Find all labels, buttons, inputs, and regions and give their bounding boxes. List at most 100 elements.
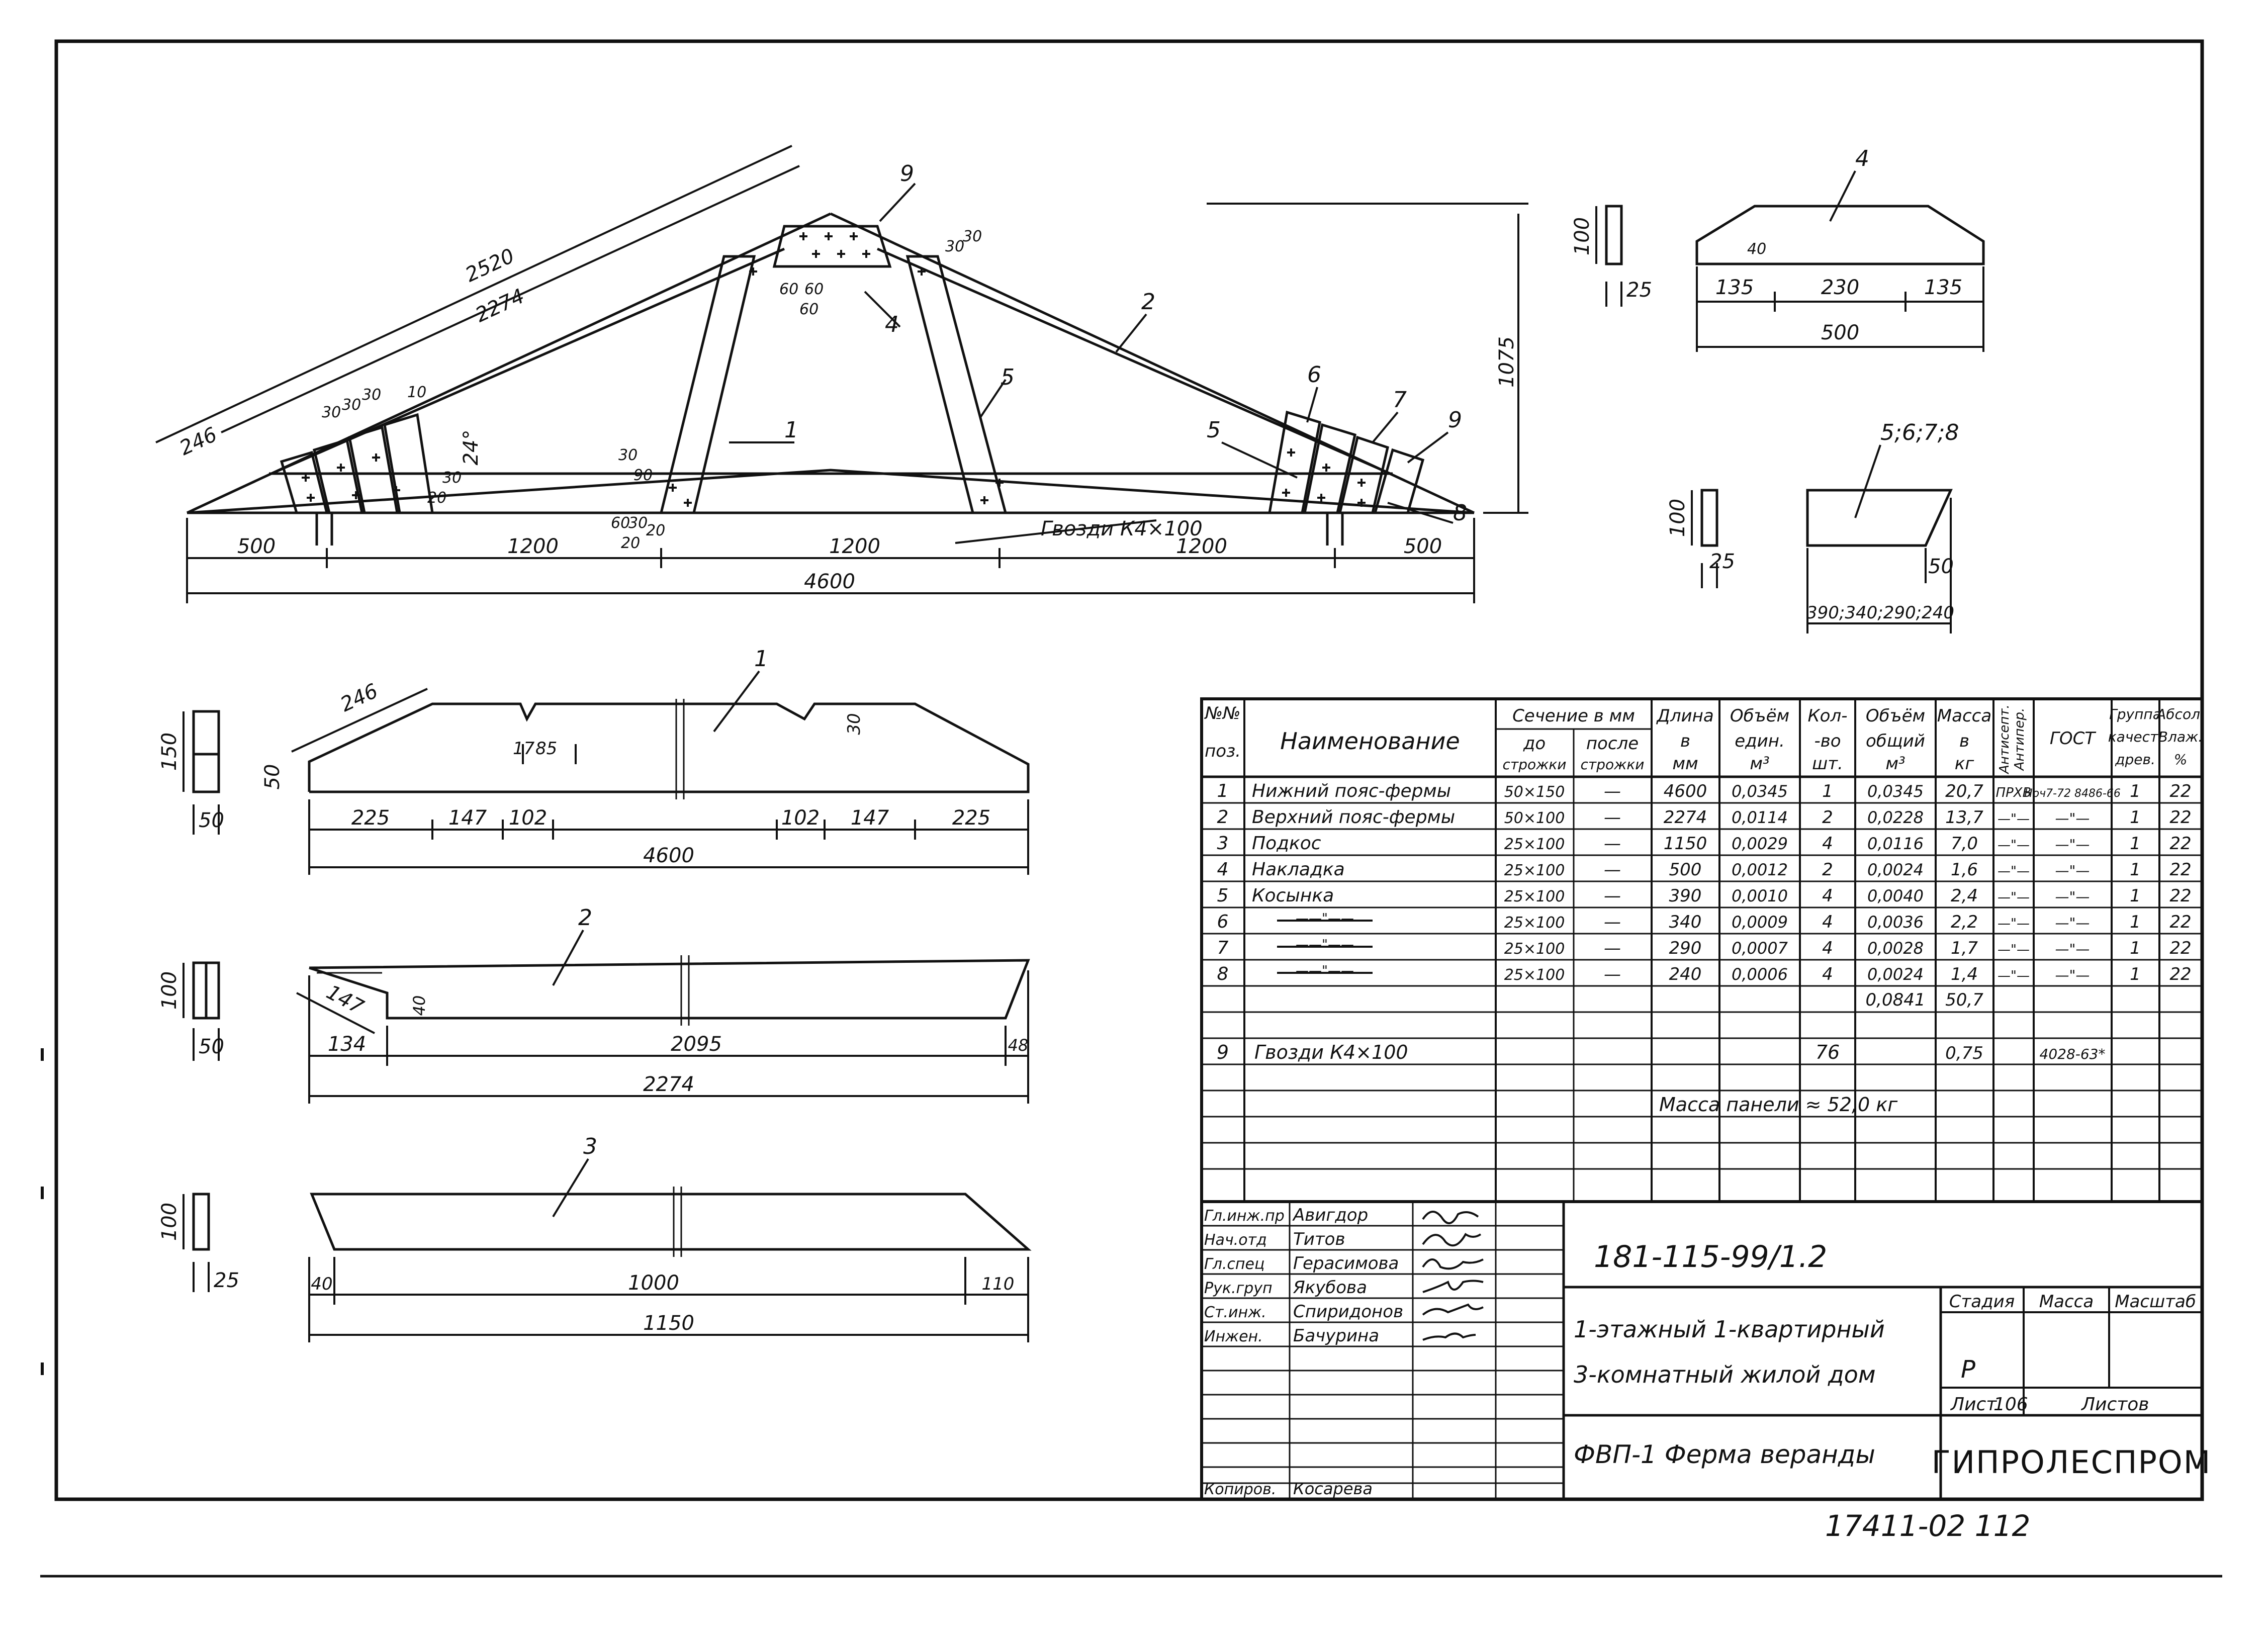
small-dim: 30 — [362, 386, 381, 404]
row-section-before: 25×100 — [1504, 836, 1565, 853]
hdr-no2: поз. — [1205, 741, 1241, 761]
row-gost: —"— — [2055, 810, 2090, 827]
person-name: Титов — [1293, 1229, 1345, 1249]
part-2-shape — [309, 959, 1030, 1020]
part-1-total: 4600 — [643, 844, 694, 867]
part-3-left: 40 — [311, 1274, 332, 1294]
hdr-group3: древ. — [2115, 751, 2155, 768]
part-1-labels: 1 150 50 50 246 17 85 30 225 147 102 102… — [158, 646, 990, 867]
organization: ГИПРОЛЕСПРОМ — [1932, 1444, 2211, 1481]
row-qty: 2 — [1822, 860, 1833, 880]
gusset — [1268, 410, 1321, 514]
part-2-mid: 2095 — [671, 1033, 722, 1056]
row-volume-unit: 0,0345 — [1732, 782, 1788, 801]
part-4-d3: 230 — [1821, 276, 1859, 299]
signature — [1422, 1280, 1484, 1293]
gusset — [280, 450, 329, 514]
stage-header: Стадия — [1949, 1292, 2015, 1312]
left-strut — [659, 255, 756, 514]
row9-gost: 4028-63* — [2040, 1046, 2106, 1062]
row-group: 1 — [2130, 886, 2141, 906]
row-humidity: 22 — [2169, 964, 2191, 984]
part-2-sec-h: 100 — [158, 971, 181, 1010]
mass-header: Масса — [2039, 1292, 2094, 1312]
part-2-left: 134 — [328, 1033, 366, 1056]
row-mass: 1,4 — [1951, 964, 1978, 984]
dim-left: 500 — [237, 535, 276, 558]
leader-line — [879, 183, 916, 222]
hdr-antipyren: Антипер. — [2012, 708, 2027, 772]
scale-header: Масштаб — [2115, 1292, 2196, 1312]
part-4-d1: 40 — [1747, 240, 1766, 258]
hdr-sec-after: после — [1586, 734, 1639, 754]
person-role: Рук.груп — [1204, 1280, 1273, 1297]
row-antiseptic: —"— — [1998, 916, 2030, 931]
part-4-sec-h: 100 — [1571, 217, 1594, 255]
part-1-slope: 246 — [337, 679, 382, 716]
hdr-vol-unit2: един. — [1735, 731, 1785, 751]
row-humidity: 22 — [2169, 938, 2191, 958]
part-4-d4: 135 — [1924, 276, 1962, 299]
person-role: Инжен. — [1204, 1328, 1263, 1345]
gusset — [1373, 448, 1425, 514]
row-antiseptic: —"— — [1998, 968, 2030, 983]
row-volume-unit: 0,0114 — [1732, 808, 1788, 827]
small-dim: 30 — [963, 228, 982, 245]
small-dim: 30 — [618, 446, 638, 464]
person-name: Бачурина — [1293, 1326, 1379, 1346]
row-volume-total: 0,0028 — [1867, 939, 1924, 958]
row-group: 1 — [2130, 964, 2141, 984]
row-section-after: — — [1604, 938, 1621, 958]
gusset — [313, 438, 364, 514]
row9-qty: 76 — [1816, 1041, 1840, 1063]
hdr-qty: Кол- — [1808, 706, 1848, 726]
part-1-sec-h: 150 — [158, 733, 181, 771]
nails-label: Гвозди К4×100 — [1041, 517, 1203, 540]
part-2-sec-w: 50 — [199, 1035, 224, 1058]
person-role: Ст.инж. — [1204, 1304, 1266, 1321]
hdr-mass3: кг — [1955, 754, 1975, 774]
part-2-labels: 2 100 50 147 40 134 2095 48 2274 — [158, 905, 1028, 1096]
row-group: 1 — [2130, 938, 2141, 958]
mark-9: 9 — [900, 161, 914, 187]
dim-right: 500 — [1404, 535, 1442, 558]
person-name: Якубова — [1293, 1278, 1367, 1298]
part-1-notch-d: 17 — [513, 739, 535, 759]
person-role: Гл.инж.пр — [1204, 1207, 1285, 1225]
part-5678-lengths: 390;340;290;240 — [1806, 603, 1954, 623]
hdr-vol-total2: общий — [1866, 731, 1925, 751]
row-section-before: 25×100 — [1504, 940, 1565, 958]
part-1-seg-4: 102 — [781, 806, 820, 830]
person-name: Герасимова — [1293, 1253, 1399, 1274]
row-name-ditto: ——"—— — [1296, 937, 1354, 952]
leader-line — [1854, 444, 1881, 518]
part-5678-mark: 5;6;7;8 — [1880, 420, 1959, 445]
part-1-mark: 1 — [754, 646, 768, 672]
row-group: 1 — [2130, 834, 2141, 854]
mark-1: 1 — [784, 417, 798, 443]
row-section-before: 50×150 — [1504, 783, 1565, 801]
row-mass: 2,4 — [1951, 886, 1978, 906]
signature — [1422, 1258, 1484, 1270]
panel-mass: Масса панели ≈ 52,0 кг — [1659, 1094, 1898, 1116]
row-pos: 4 — [1217, 859, 1229, 880]
part-1-notch-d2: 30 — [844, 713, 864, 735]
row-volume-unit: 0,0009 — [1732, 913, 1788, 932]
signature — [1422, 1332, 1476, 1341]
leader-line — [1221, 441, 1298, 479]
row-qty: 4 — [1822, 886, 1833, 906]
part-1-section — [192, 710, 220, 793]
dim-heel: 246 — [176, 423, 221, 460]
part-4-detail — [1595, 170, 1985, 352]
row-antiseptic: —"— — [1998, 942, 2030, 957]
part-5678-shape — [1806, 489, 1953, 547]
mark-8: 8 — [1453, 500, 1467, 526]
row-volume-total: 0,0345 — [1867, 782, 1924, 801]
row-pos: 7 — [1217, 938, 1229, 958]
row-section-before: 25×100 — [1504, 914, 1565, 932]
row9-name: Гвозди К4×100 — [1254, 1041, 1408, 1063]
row-humidity: 22 — [2169, 912, 2191, 932]
hdr-sec-after2: строжки — [1581, 756, 1645, 773]
part-3-section — [192, 1193, 210, 1251]
